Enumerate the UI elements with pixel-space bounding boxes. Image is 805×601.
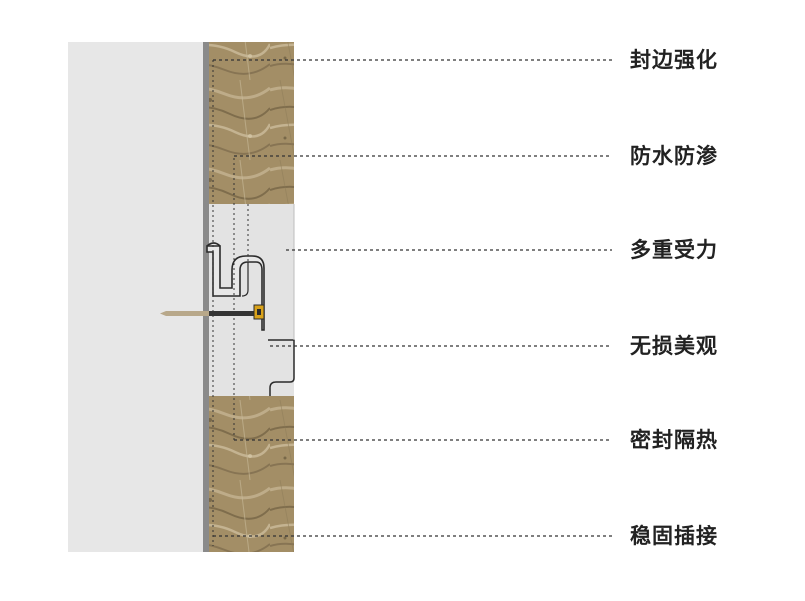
label-non-destructive: 无损美观 <box>630 334 718 358</box>
label-waterproof: 防水防渗 <box>630 144 718 168</box>
anchor-screw <box>166 311 210 316</box>
lower-notch-outline <box>268 339 295 396</box>
aluminium-profile <box>206 245 265 331</box>
profile-hook <box>241 262 249 297</box>
board-face-strip <box>203 42 209 552</box>
label-secure-plug: 稳固插接 <box>630 524 718 548</box>
screw-tip <box>160 311 166 316</box>
clip-core <box>257 309 261 315</box>
label-multi-load: 多重受力 <box>630 238 718 262</box>
wall-base <box>68 42 204 552</box>
lower-stone-panel <box>209 396 294 552</box>
label-edge-reinforcement: 封边强化 <box>630 48 718 72</box>
profile-lip <box>206 242 221 247</box>
bolt-rod <box>209 311 256 316</box>
label-seal-insulation: 密封隔热 <box>630 428 718 452</box>
upper-stone-panel <box>209 42 294 204</box>
joint-zone <box>209 204 294 396</box>
